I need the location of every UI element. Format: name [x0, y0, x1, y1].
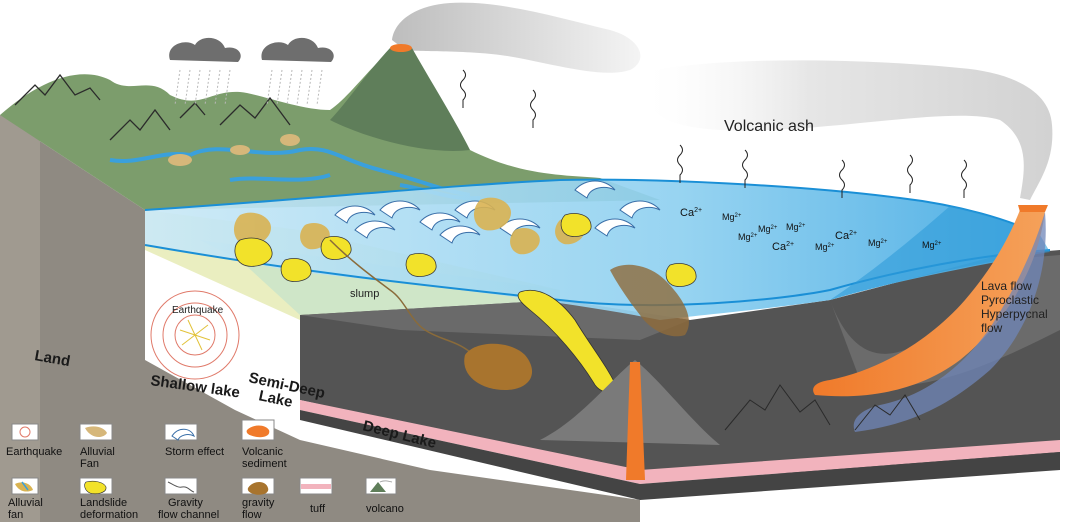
- volcanic-ash-label: Volcanic ash: [724, 118, 814, 135]
- legend-gravity-flow-label-1: gravity: [242, 497, 275, 509]
- flow-label: flow: [981, 321, 1003, 335]
- volcano-cone: [330, 48, 470, 151]
- pyroclastic-flow: [853, 212, 1046, 432]
- river-channels: [109, 147, 481, 201]
- legend-alluvial-fan-a-label-1: Alluvial: [80, 446, 115, 458]
- legend-tuff-label: tuff: [310, 503, 326, 515]
- legend-gravity-channel-swatch: [164, 477, 198, 495]
- earthquake-symbol: [150, 290, 240, 380]
- ion-ca-1: Ca2+: [680, 207, 702, 219]
- rain-cloud-left: [169, 37, 241, 106]
- ion-ca-2: Ca2+: [772, 241, 794, 253]
- ion-ca-3: Ca2+: [835, 230, 857, 242]
- earthquake-label: Earthquake: [172, 305, 224, 316]
- ion-mg-1: Mg2+: [722, 212, 742, 222]
- ion-mg-6: Mg2+: [868, 238, 888, 248]
- legend-alluvial-fan-a-label-2: Fan: [80, 458, 99, 470]
- storm-waves: [334, 180, 661, 244]
- legend-gravity-channel-label-2: flow channel: [158, 509, 219, 521]
- lava-flow: [813, 210, 1045, 397]
- zone-land: Land: [33, 347, 71, 370]
- legend-volcano-label: volcano: [366, 503, 404, 515]
- legend-gravity-channel-label-1: Gravity: [168, 497, 203, 509]
- pyroclastic-label: Pyroclastic: [981, 293, 1039, 307]
- legend-landslide-label-1: Landslide: [80, 497, 127, 509]
- rain-cloud-right: [261, 37, 334, 106]
- legend-alluvial-fan-b-label-2: fan: [8, 509, 23, 521]
- legend-earthquake-swatch: [11, 423, 39, 441]
- legend-alluvial-fan-b-label-1: Alluvial: [8, 497, 43, 509]
- ion-mg-3: Mg2+: [786, 222, 806, 232]
- legend-volcanic-sediment-label-2: sediment: [242, 458, 287, 470]
- legend-volcanic-sediment-label-1: Volcanic: [242, 446, 283, 458]
- legend-storm-label: Storm effect: [165, 446, 224, 458]
- ion-mg-5: Mg2+: [815, 242, 835, 252]
- ion-mg-7: Mg2+: [922, 240, 942, 250]
- underwater-relief: [724, 384, 921, 431]
- hyperpycnal-label: Hyperpycnal: [981, 307, 1048, 321]
- slump-label: slump: [350, 288, 379, 300]
- ion-mg-2: Mg2+: [758, 224, 778, 234]
- mountain-ridges: [14, 73, 291, 141]
- legend-earthquake-label: Earthquake: [6, 446, 62, 458]
- land-block-face: [0, 115, 640, 522]
- deep-lake-floor-top: [300, 300, 690, 340]
- land-side-strip: [0, 115, 40, 522]
- ash-fall-arrows: [460, 69, 967, 198]
- legend-gravity-flow-label-2: flow: [242, 509, 262, 521]
- gravity-flow-slope: [610, 264, 689, 337]
- ion-mg-4: Mg2+: [738, 232, 758, 242]
- dissolved-ions: Ca2+ Mg2+ Mg2+ Mg2+ Mg2+ Ca2+ Mg2+ Ca2+ …: [680, 207, 942, 253]
- volcano-ash-plume: [392, 2, 641, 73]
- legend: Earthquake Alluvial Fan Storm effect Vol…: [6, 419, 404, 521]
- deep-water-zone: [830, 206, 1050, 300]
- landslide-deformations: [234, 213, 697, 287]
- zone-semi-deep-2: Lake: [257, 387, 294, 411]
- lava-flow-label: Lava flow: [981, 279, 1032, 293]
- legend-landslide-label-2: deformation: [80, 509, 138, 521]
- mountain-landscape: [0, 45, 660, 210]
- volcanic-ash-cloud: [647, 60, 1053, 201]
- gravity-flow-deposit: [464, 343, 533, 390]
- lake-water: [145, 179, 1040, 320]
- alluvial-fans-upland: [168, 134, 300, 166]
- gravity-flow-channel: [329, 239, 471, 353]
- right-volcano-crater: [1018, 205, 1048, 212]
- lower-layer: [300, 410, 1060, 500]
- submarine-volcano-lava: [626, 362, 645, 480]
- volcano-crater-lava: [390, 44, 412, 52]
- tuff-layer: [300, 400, 1060, 484]
